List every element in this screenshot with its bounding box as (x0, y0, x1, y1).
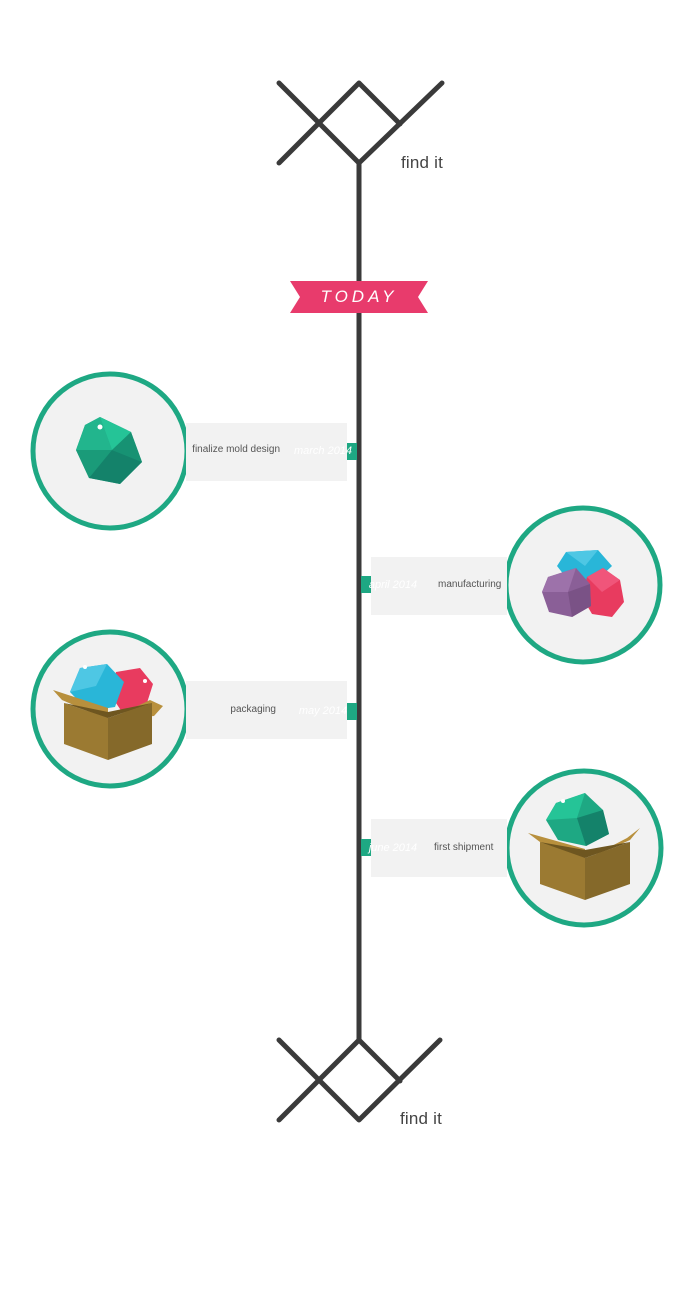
milestone-circle-march (30, 371, 190, 531)
milestone-task-may: packaging (230, 704, 276, 715)
today-label: TODAY (320, 287, 398, 306)
milestone-panel-march (186, 423, 347, 481)
milestone-panel-april (371, 557, 507, 615)
milestone-task-june: first shipment (434, 842, 494, 853)
green-gem-icon (76, 417, 142, 484)
milestone-circle-june (504, 768, 664, 928)
milestone-date-april: april 2014 (368, 579, 418, 591)
milestone-date-june: june 2014 (368, 842, 418, 854)
milestone-circle-may (30, 629, 190, 789)
milestone-panel-june (371, 819, 507, 877)
bottom-logo-icon (276, 1037, 443, 1123)
box-with-green-gem-icon (528, 793, 640, 900)
milestone-circle-april (503, 505, 663, 665)
gem-cluster-icon (542, 550, 624, 617)
milestone-panel-may (186, 681, 347, 739)
today-ribbon-icon (290, 281, 428, 313)
milestone-task-april: manufacturing (438, 579, 502, 590)
top-logo-label: find it (401, 153, 444, 172)
milestone-date-may: may 2014 (298, 705, 348, 717)
milestone-date-march: march 2014 (293, 445, 353, 457)
bottom-logo-label: find it (400, 1109, 443, 1128)
top-logo-icon (276, 80, 445, 166)
milestone-task-march: finalize mold design (192, 444, 280, 455)
box-with-gems-icon (53, 664, 163, 760)
